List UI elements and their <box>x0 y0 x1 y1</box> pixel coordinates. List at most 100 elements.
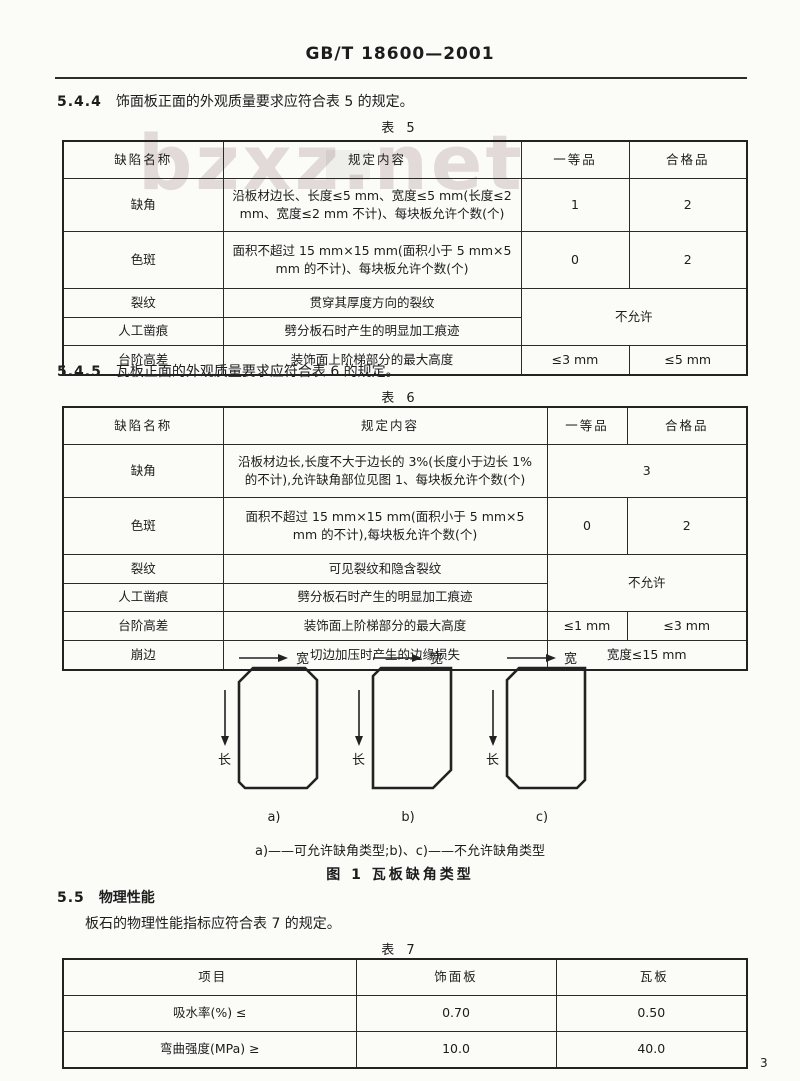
table5-col-grade1: 一等品 <box>520 140 630 179</box>
section-5-5-body: 板石的物理性能指标应符合表 7 的规定。 <box>85 916 341 932</box>
not-allowed-value: 不允许 <box>520 288 748 346</box>
defect-spec: 沿板材边长,长度不大于边长的 3%(长度小于边长 1% 的不计),允许缺角部位见… <box>222 444 548 498</box>
table7-caption: 表 7 <box>381 943 419 958</box>
tile-value: 0.50 <box>555 995 748 1032</box>
slate-shape-c <box>505 666 587 790</box>
table5-header-row: 缺陷名称 规定内容 一等品 合格品 <box>62 140 748 179</box>
not-allowed-value: 不允许 <box>546 554 748 612</box>
table7: 项目 饰面板 瓦板 吸水率(%) ≤ 0.70 0.50 弯曲强度(MPa) ≥… <box>62 958 748 1069</box>
table6-col-grade1: 一等品 <box>546 406 628 445</box>
table-row: 崩边 切边加压时产生的边缘损失 宽度≤15 mm <box>62 640 748 671</box>
table6-header-row: 缺陷名称 规定内容 一等品 合格品 <box>62 406 748 445</box>
table-row: 台阶高差 装饰面上阶梯部分的最大高度 ≤1 mm ≤3 mm <box>62 611 748 641</box>
qualified-value: 2 <box>626 497 748 555</box>
table-row: 人工凿痕 劈分板石时产生的明显加工痕迹 <box>62 583 747 612</box>
figure1-a: 宽 长 a) <box>212 650 336 825</box>
property-name: 弯曲强度(MPa) ≥ <box>62 1031 357 1069</box>
table7-col-tile: 瓦板 <box>555 958 748 996</box>
grade1-value: 1 <box>520 178 630 232</box>
defect-name: 裂纹 <box>62 554 224 584</box>
section-number: 5.4.4 <box>57 94 102 110</box>
table-row: 色斑 面积不超过 15 mm×15 mm(面积小于 5 mm×5 mm 的不计)… <box>62 497 748 555</box>
length-label: 长 <box>218 753 231 768</box>
table5: 缺陷名称 规定内容 一等品 合格品 缺角 沿板材边长、长度≤5 mm、宽度≤5 … <box>62 140 748 376</box>
subfigure-label: b) <box>401 810 415 825</box>
qualified-value: ≤3 mm <box>626 611 748 641</box>
table5-col-defect: 缺陷名称 <box>62 140 224 179</box>
defect-spec: 切边加压时产生的边缘损失 <box>222 640 548 671</box>
figure1-note: a)——可允许缺角类型;b)、c)——不允许缺角类型 <box>255 844 545 859</box>
qualified-value: ≤5 mm <box>628 345 748 376</box>
figure1-b: 宽 长 b) <box>346 650 470 825</box>
section-text: 饰面板正面的外观质量要求应符合表 5 的规定。 <box>115 94 414 110</box>
table5-caption: 表 5 <box>381 121 419 136</box>
figure1-title: 图 1 瓦板缺角类型 <box>326 867 474 883</box>
width-arrow-icon <box>278 654 288 662</box>
subfigure-label: a) <box>267 810 281 825</box>
slate-outline-b: 宽 长 <box>352 651 453 790</box>
width-arrow-icon <box>412 654 422 662</box>
defect-spec: 可见裂纹和隐含裂纹 <box>222 554 548 584</box>
table-row: 弯曲强度(MPa) ≥ 10.0 40.0 <box>62 1031 748 1069</box>
defect-spec: 沿板材边长、长度≤5 mm、宽度≤5 mm(长度≤2 mm、宽度≤2 mm 不计… <box>222 178 522 232</box>
length-arrow-icon <box>489 736 497 746</box>
defect-name: 崩边 <box>62 640 224 671</box>
table-row: 色斑 面积不超过 15 mm×15 mm(面积小于 5 mm×5 mm 的不计)… <box>62 231 748 289</box>
section-title: 物理性能 <box>98 890 155 906</box>
grade1-value: 0 <box>546 497 628 555</box>
subfigure-label: c) <box>535 810 549 825</box>
defect-spec: 装饰面上阶梯部分的最大高度 <box>222 611 548 641</box>
defect-name: 缺角 <box>62 444 224 498</box>
grade1-value: ≤3 mm <box>520 345 630 376</box>
qualified-value: 2 <box>628 231 748 289</box>
slab-value: 10.0 <box>355 1031 557 1069</box>
table5-col-content: 规定内容 <box>222 140 522 179</box>
slate-shape-b <box>371 666 453 790</box>
defect-name: 色斑 <box>62 231 224 289</box>
figure1: 宽 长 a) 宽 长 b) 宽 <box>212 650 604 825</box>
table-row: 缺角 沿板材边长,长度不大于边长的 3%(长度小于边长 1% 的不计),允许缺角… <box>62 444 748 498</box>
table-row: 台阶高差 装饰面上阶梯部分的最大高度 ≤3 mm ≤5 mm <box>62 345 748 376</box>
section-number: 5.5 <box>57 890 85 906</box>
table-row: 裂纹 贯穿其厚度方向的裂纹 不允许 <box>62 288 748 346</box>
tile-value: 40.0 <box>555 1031 748 1069</box>
width-label: 宽 <box>564 651 577 667</box>
section-5-5-heading: 5.5 物理性能 <box>57 888 747 909</box>
defect-name: 台阶高差 <box>62 611 224 641</box>
table7-col-item: 项目 <box>62 958 357 996</box>
header-rule <box>55 77 747 79</box>
table7-col-slab: 饰面板 <box>355 958 557 996</box>
table6-col-defect: 缺陷名称 <box>62 406 224 445</box>
defect-spec: 面积不超过 15 mm×15 mm(面积小于 5 mm×5 mm 的不计)、每块… <box>222 231 522 289</box>
length-label: 长 <box>486 753 499 768</box>
slate-shape-a <box>237 666 319 790</box>
slate-outline-c: 宽 长 <box>486 651 587 790</box>
table5-col-qualified: 合格品 <box>628 140 748 179</box>
section-5-4-4: 5.4.4 饰面板正面的外观质量要求应符合表 5 的规定。 <box>57 92 747 113</box>
defect-name: 人工凿痕 <box>62 583 224 612</box>
table6-col-content: 规定内容 <box>222 406 548 445</box>
table6: 缺陷名称 规定内容 一等品 合格品 缺角 沿板材边长,长度不大于边长的 3%(长… <box>62 406 748 671</box>
table-row: 裂纹 可见裂纹和隐含裂纹 不允许 <box>62 554 748 612</box>
grade1-value: ≤1 mm <box>546 611 628 641</box>
length-label: 长 <box>352 753 365 768</box>
table6-caption: 表 6 <box>381 391 419 406</box>
defect-name: 色斑 <box>62 497 224 555</box>
table-row: 吸水率(%) ≤ 0.70 0.50 <box>62 995 748 1032</box>
defect-name: 缺角 <box>62 178 224 232</box>
grade1-value: 0 <box>520 231 630 289</box>
defect-spec: 劈分板石时产生的明显加工痕迹 <box>222 317 522 346</box>
figure1-c: 宽 长 c) <box>480 650 604 825</box>
width-label: 宽 <box>430 651 443 667</box>
width-label: 宽 <box>296 651 309 667</box>
defect-spec: 贯穿其厚度方向的裂纹 <box>222 288 522 318</box>
qualified-value: 2 <box>628 178 748 232</box>
slab-value: 0.70 <box>355 995 557 1032</box>
defect-name: 人工凿痕 <box>62 317 224 346</box>
defect-spec: 面积不超过 15 mm×15 mm(面积小于 5 mm×5 mm 的不计),每块… <box>222 497 548 555</box>
document-code: GB/T 18600—2001 <box>305 44 495 64</box>
length-arrow-icon <box>221 736 229 746</box>
length-arrow-icon <box>355 736 363 746</box>
defect-name: 裂纹 <box>62 288 224 318</box>
